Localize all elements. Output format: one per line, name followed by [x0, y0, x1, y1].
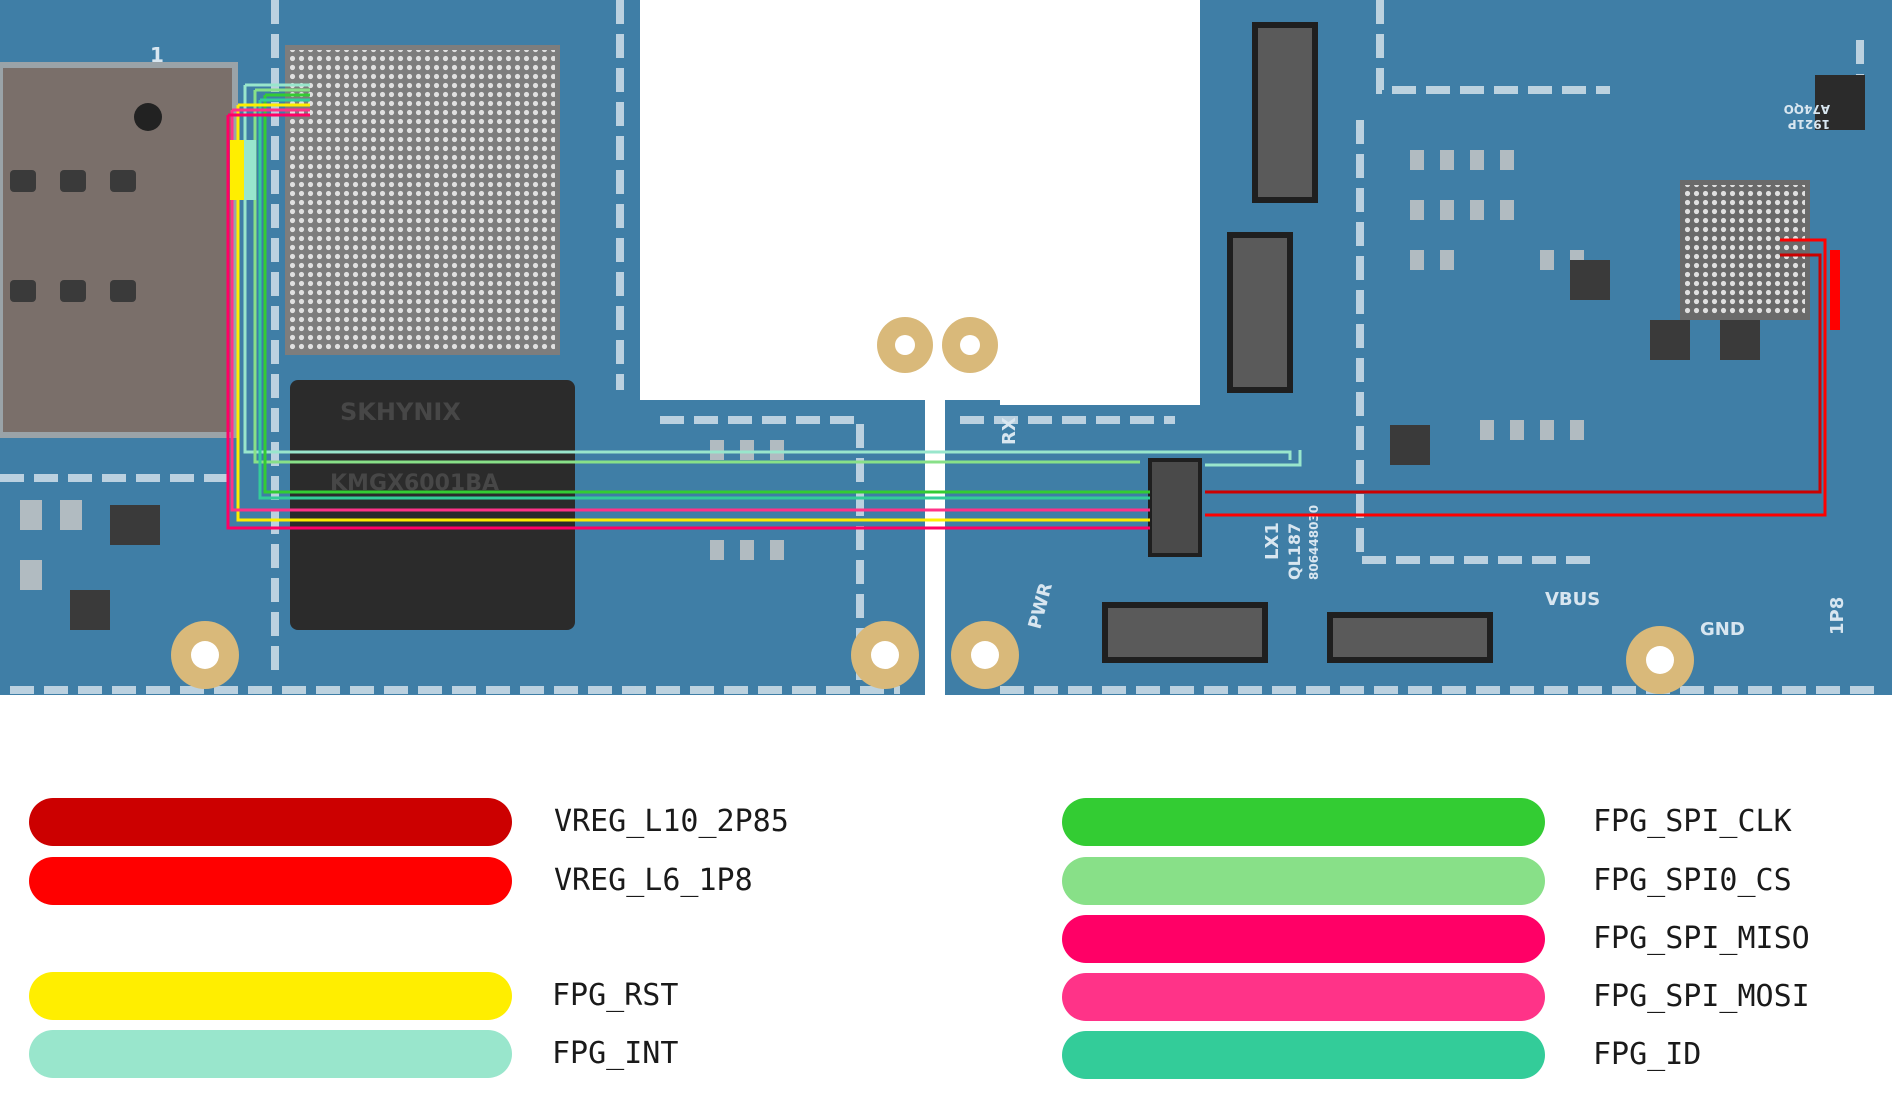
rx-label: RX [999, 417, 1020, 445]
component-label-1: 1 [150, 43, 164, 67]
signal-traces [226, 83, 1827, 530]
ic-marking-1: 1921P [1788, 117, 1830, 131]
legend-label-vreg-l10: VREG_L10_2P85 [554, 804, 789, 839]
legend-label-fpg-rst: FPG_RST [552, 978, 679, 1013]
legend-label-fpg-spi-mosi: FPG_SPI_MOSI [1593, 979, 1810, 1014]
legend-label-fpg-spi0-cs: FPG_SPI0_CS [1593, 863, 1792, 898]
gnd-label: GND [1700, 619, 1745, 640]
legend-label-vreg-l6: VREG_L6_1P8 [554, 863, 753, 898]
fpc-connector-bottom-1 [1102, 602, 1268, 663]
legend-label-fpg-spi-clk: FPG_SPI_CLK [1593, 804, 1792, 839]
legend-label-fpg-id: FPG_ID [1593, 1037, 1702, 1072]
board-connector-2 [1227, 232, 1293, 393]
fingerprint-connector [1148, 458, 1202, 557]
fpc-connector-bottom-2 [1327, 612, 1493, 663]
legend-label-fpg-int: FPG_INT [552, 1036, 679, 1071]
legend-label-fpg-spi-miso: FPG_SPI_MISO [1593, 921, 1810, 956]
board-connector-1 [1252, 22, 1318, 203]
pcb-board-photo: 1 SKHYNIX KMGX6001BA [0, 0, 1892, 695]
connector-marking-1: LX1 [1262, 522, 1283, 560]
ic-marking-2: A74QO [1784, 102, 1830, 116]
memory-chip-marking: SKHYNIX [340, 398, 461, 426]
legend-swatch-fpg-spi0-cs [1062, 857, 1545, 905]
p1p8-label: 1P8 [1827, 597, 1848, 635]
sim-card-slot [0, 62, 238, 438]
connector-marking-2: QL187 [1285, 523, 1304, 580]
legend-swatch-fpg-spi-mosi [1062, 973, 1545, 1021]
legend-swatch-vreg-l10 [29, 798, 512, 846]
memory-chip [290, 380, 575, 630]
legend-swatch-fpg-spi-miso [1062, 915, 1545, 963]
legend-swatch-vreg-l6 [29, 857, 512, 905]
mounting-holes [171, 317, 1694, 694]
connector-marking-3: 806448030 [1307, 505, 1321, 580]
pcb-board: 1 SKHYNIX KMGX6001BA [0, 0, 1892, 695]
legend-swatch-fpg-spi-clk [1062, 798, 1545, 846]
legend-swatch-fpg-id [1062, 1031, 1545, 1079]
legend-swatch-fpg-rst [29, 972, 512, 1020]
legend-swatch-fpg-int [29, 1030, 512, 1078]
vbus-label: VBUS [1545, 589, 1600, 610]
